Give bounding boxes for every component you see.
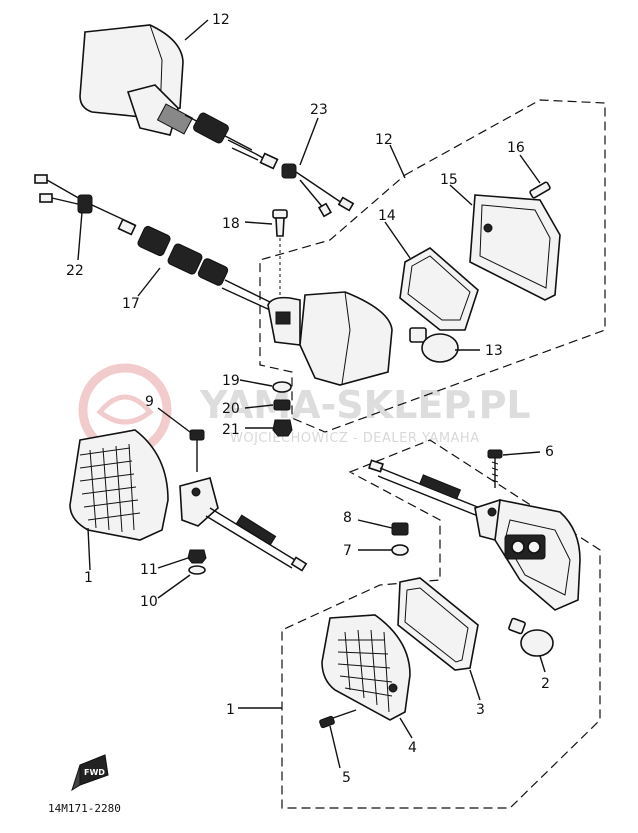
callout-22: 22 bbox=[66, 263, 84, 279]
callout-14: 14 bbox=[378, 208, 396, 224]
callout-5: 5 bbox=[342, 770, 351, 786]
callout-2: 2 bbox=[541, 676, 550, 692]
callout-15: 15 bbox=[440, 172, 458, 188]
watermark-brand: YAMA-SKLEP.PL bbox=[199, 383, 531, 427]
turn-signal-right-lower bbox=[368, 459, 581, 611]
callout-3: 3 bbox=[476, 702, 485, 718]
callout-20: 20 bbox=[222, 401, 240, 417]
turn-signal-body-upper bbox=[267, 291, 393, 386]
nut-part-7-8 bbox=[391, 522, 409, 556]
lens-grid-lower bbox=[337, 629, 393, 713]
screw-part-5 bbox=[319, 709, 357, 729]
wire-harness-part-22 bbox=[34, 174, 136, 226]
connector-part-23 bbox=[259, 152, 355, 218]
watermark: YAMA-SKLEP.PL WOJCIECHOWICZ - DEALER YAM… bbox=[78, 363, 531, 457]
callout-18: 18 bbox=[222, 216, 240, 232]
gasket-part-14 bbox=[399, 247, 479, 331]
lens-part-4 bbox=[321, 614, 411, 721]
turn-signal-left bbox=[69, 429, 308, 572]
bulb-part-13 bbox=[409, 327, 459, 363]
bulb-part-2 bbox=[508, 617, 554, 657]
callout-9: 9 bbox=[145, 394, 154, 410]
callout-19: 19 bbox=[222, 373, 240, 389]
callout-1-lower: 1 bbox=[226, 702, 235, 718]
callout-12-right: 12 bbox=[375, 132, 393, 148]
fwd-label: FWD bbox=[84, 768, 105, 777]
callout-4: 4 bbox=[408, 740, 417, 756]
callout-8: 8 bbox=[343, 510, 352, 526]
lens-grid-left bbox=[79, 443, 141, 533]
callout-12-top: 12 bbox=[212, 12, 230, 28]
callout-23: 23 bbox=[310, 102, 328, 118]
callout-7: 7 bbox=[343, 543, 352, 559]
forward-direction-icon: FWD bbox=[71, 754, 109, 792]
callout-6: 6 bbox=[545, 444, 554, 460]
callout-10: 10 bbox=[140, 594, 158, 610]
watermark-dealer: WOJCIECHOWICZ - DEALER YAMAHA bbox=[230, 431, 480, 446]
callout-17: 17 bbox=[122, 296, 140, 312]
callout-16: 16 bbox=[507, 140, 525, 156]
screw-part-16 bbox=[529, 181, 551, 199]
washers-part-19-21 bbox=[272, 381, 293, 437]
callout-1-left: 1 bbox=[84, 570, 93, 586]
lens-part-15 bbox=[469, 194, 561, 301]
screw-part-18 bbox=[272, 209, 288, 300]
gasket-part-3 bbox=[397, 577, 479, 671]
lower-assembly-boundary bbox=[281, 439, 601, 809]
callout-21: 21 bbox=[222, 422, 240, 438]
callout-13: 13 bbox=[485, 343, 503, 359]
callout-labels: 12 23 12 16 15 14 18 22 17 13 19 20 21 9… bbox=[66, 12, 554, 786]
callout-11: 11 bbox=[140, 562, 158, 578]
stem-part-17 bbox=[117, 218, 273, 311]
screw-part-6 bbox=[487, 449, 503, 488]
leader-lines bbox=[77, 19, 546, 769]
nut-part-10-11 bbox=[187, 549, 207, 575]
front-turn-signal-top bbox=[79, 24, 276, 166]
drawing-code: 14M171-2280 bbox=[48, 802, 121, 815]
upper-assembly-boundary bbox=[259, 99, 606, 433]
